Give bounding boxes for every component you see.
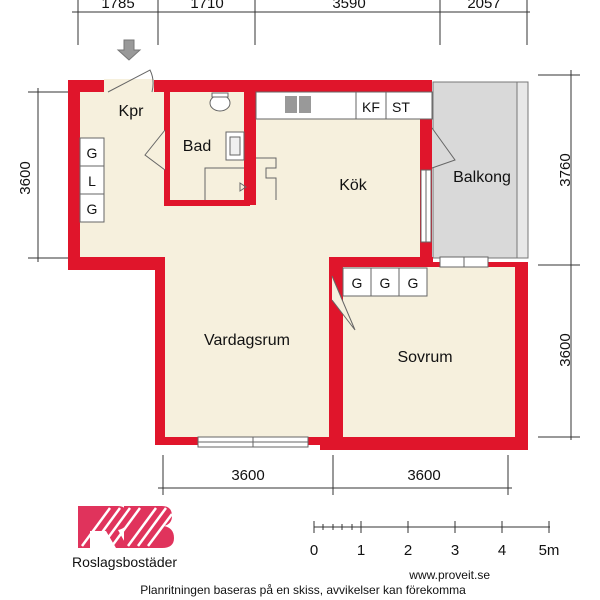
- cabinet-st: ST: [392, 99, 410, 115]
- shower-icon: [239, 182, 247, 192]
- footer-url: www.proveit.se: [408, 568, 490, 582]
- door-kok-balcony: [431, 127, 456, 169]
- room-label-vardagsrum: Vardagsrum: [204, 332, 290, 349]
- scale-label-0: 0: [310, 542, 318, 559]
- bedroom-wardrobe-g-2: G: [380, 275, 391, 291]
- kitchen-counter: [255, 91, 433, 120]
- wardrobe-g-2: G: [87, 201, 98, 217]
- floor-passage: [164, 205, 256, 257]
- entrance-door: [104, 69, 154, 93]
- bedroom-wardrobes: [342, 267, 428, 297]
- dimension-bottom-1: 3600: [231, 467, 264, 484]
- dimension-left: 3600: [17, 161, 34, 194]
- wardrobe-l: L: [88, 173, 96, 189]
- left-dimension-lines: [28, 88, 68, 262]
- door-sovrum: [331, 275, 356, 331]
- scale-label-2: 2: [404, 542, 412, 559]
- dimension-top-2: 1710: [190, 0, 223, 12]
- scale-bar: [313, 521, 550, 533]
- floor-vardagsrum: [165, 257, 329, 437]
- floor-vardagsrum-upper: [290, 200, 420, 260]
- cabinet-kf: KF: [362, 99, 380, 115]
- hall-wardrobes: [79, 137, 105, 223]
- bedroom-wardrobe-g-1: G: [352, 275, 363, 291]
- room-label-kok: Kök: [339, 177, 368, 194]
- bottom-dimension-lines: [158, 455, 512, 495]
- room-label-kpr: Kpr: [119, 103, 145, 120]
- scale-label-3: 3: [451, 542, 459, 559]
- entrance-arrow-icon: [116, 39, 142, 61]
- scale-label-end: 5m: [539, 542, 560, 559]
- room-label-balkong: Balkong: [453, 169, 511, 186]
- scale-label-1: 1: [357, 542, 365, 559]
- dimension-top-3: 3590: [332, 0, 365, 12]
- bedroom-wardrobe-g-3: G: [408, 275, 419, 291]
- kitchen-step: [256, 157, 277, 200]
- balcony-railing: [516, 81, 529, 259]
- top-dimension-lines: [72, 0, 530, 45]
- windows: [197, 169, 489, 448]
- dimension-right-top: 3760: [557, 153, 574, 186]
- dimension-top-4: 2057: [467, 0, 500, 12]
- dimension-bottom-2: 3600: [407, 467, 440, 484]
- logo-name: Roslagsbostäder: [72, 554, 177, 570]
- footer-disclaimer: Planritningen baseras på en skiss, avvik…: [140, 583, 466, 597]
- wardrobe-g-1: G: [87, 145, 98, 161]
- sink: [285, 96, 297, 113]
- dimension-top-1: 1785: [101, 0, 134, 12]
- balcony-floor: [432, 81, 529, 259]
- door-bad: [144, 129, 166, 171]
- dimension-right-bottom: 3600: [557, 333, 574, 366]
- right-dimension-lines: [538, 70, 580, 440]
- scale-label-4: 4: [498, 542, 506, 559]
- roslagsbostader-logo: [78, 506, 174, 548]
- bathroom-fixtures: [204, 92, 247, 200]
- room-label-sovrum: Sovrum: [397, 349, 452, 366]
- room-label-bad: Bad: [183, 138, 211, 155]
